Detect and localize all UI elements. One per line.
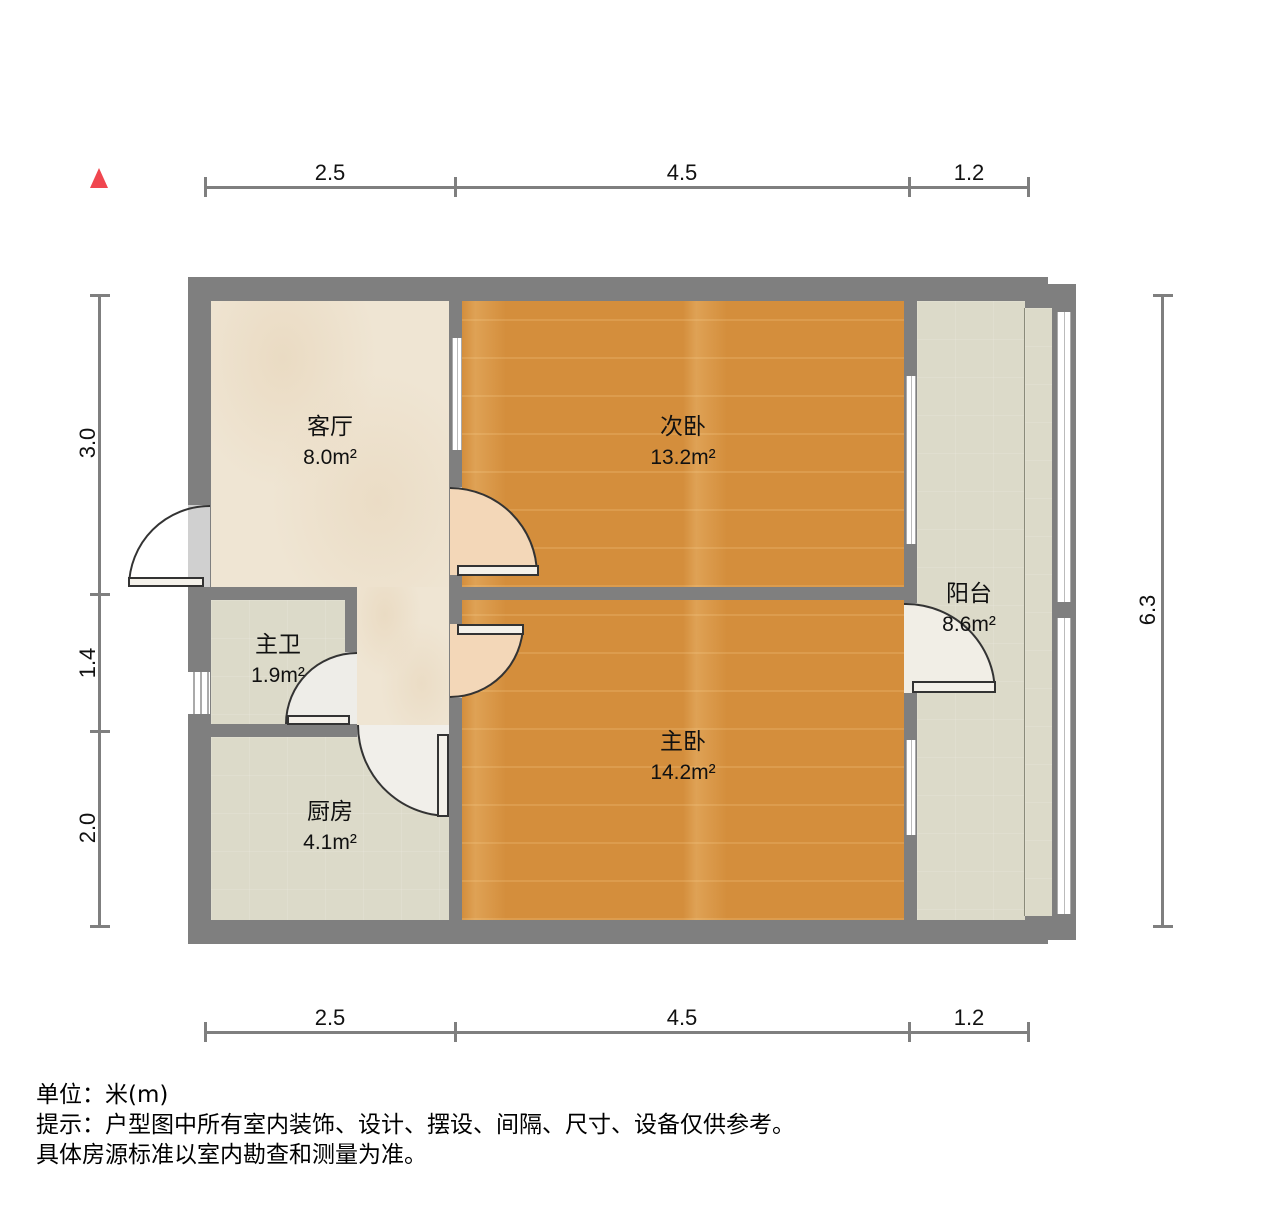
room-living-floor [211,301,449,587]
master-bedroom-door[interactable] [457,624,524,635]
dimension-line [1161,295,1164,927]
dimension-label: 2.0 [75,812,100,844]
room-label-secondary-bedroom: 次卧 13.2m² [583,410,783,474]
room-balcony-edge-floor [1024,308,1052,916]
notes: 单位：米(m) 提示：户型图中所有室内装饰、设计、摆设、间隔、尺寸、设备仅供参考… [36,1080,795,1170]
room-living-corridor-floor [357,587,449,725]
bathroom-door[interactable] [287,715,350,725]
window-master-balcony [906,740,916,835]
dimension-label: 3.0 [75,427,100,459]
dimension-label: 2.5 [314,160,346,185]
dimension-tick [908,1022,911,1042]
room-name: 阳台 [946,580,992,606]
kitchen-door[interactable] [437,734,449,817]
room-name: 主卧 [660,728,706,754]
dimension-tick [454,1022,457,1042]
dimension-label: 1.2 [953,160,985,185]
dimension-tick [454,177,457,197]
room-secondary-bedroom-floor [462,301,904,587]
dimension-tick [90,294,110,297]
window-bedroom-balcony [906,376,916,544]
dimension-label: 4.5 [666,160,698,185]
note-disclaimer: 提示：户型图中所有室内装饰、设计、摆设、间隔、尺寸、设备仅供参考。 [36,1112,795,1138]
room-label-kitchen: 厨房 4.1m² [230,795,430,859]
dimension-tick [90,925,110,928]
dimension-tick [1153,925,1173,928]
dimension-tick [1153,294,1173,297]
north-arrow-icon [90,168,108,188]
dimension-tick [204,177,207,197]
room-label-living: 客厅 8.0m² [230,410,430,474]
dimension-tick [908,177,911,197]
balcony-door[interactable] [912,681,996,693]
note-unit: 单位：米(m) [36,1082,169,1108]
room-area: 1.9m² [251,664,305,687]
room-area: 8.6m² [942,613,996,636]
dimension-tick [90,730,110,733]
note-disclaimer-2: 具体房源标准以室内勘查和测量为准。 [36,1142,427,1168]
secondary-bedroom-door[interactable] [457,565,539,576]
dimension-line [98,295,101,927]
room-label-balcony: 阳台 8.6m² [919,577,1019,641]
dimension-label: 1.4 [75,647,100,679]
window-bathroom [188,672,210,714]
dimension-tick [1027,177,1030,197]
window-balcony-exterior-1 [1057,312,1071,602]
window-living-bedroom [452,338,462,450]
room-name: 客厅 [307,413,353,439]
room-area: 13.2m² [650,446,716,469]
room-master-bedroom-floor [462,600,904,920]
room-name: 次卧 [660,413,706,439]
room-name: 厨房 [307,798,353,824]
dimension-line [205,1031,1029,1034]
window-balcony-exterior-2 [1057,618,1071,914]
dimension-label: 1.2 [953,1005,985,1030]
room-label-bathroom: 主卫 1.9m² [228,628,328,692]
dimension-label: 2.5 [314,1005,346,1030]
room-area: 4.1m² [303,831,357,854]
room-area: 14.2m² [650,761,716,784]
room-label-master-bedroom: 主卧 14.2m² [583,725,783,789]
room-area: 8.0m² [303,446,357,469]
entry-door[interactable] [128,577,204,587]
dimension-label: 6.3 [1135,594,1160,626]
dimension-line [205,186,1029,189]
dimension-tick [1027,1022,1030,1042]
dimension-label: 4.5 [666,1005,698,1030]
dimension-tick [204,1022,207,1042]
dimension-tick [90,593,110,596]
room-name: 主卫 [255,631,301,657]
